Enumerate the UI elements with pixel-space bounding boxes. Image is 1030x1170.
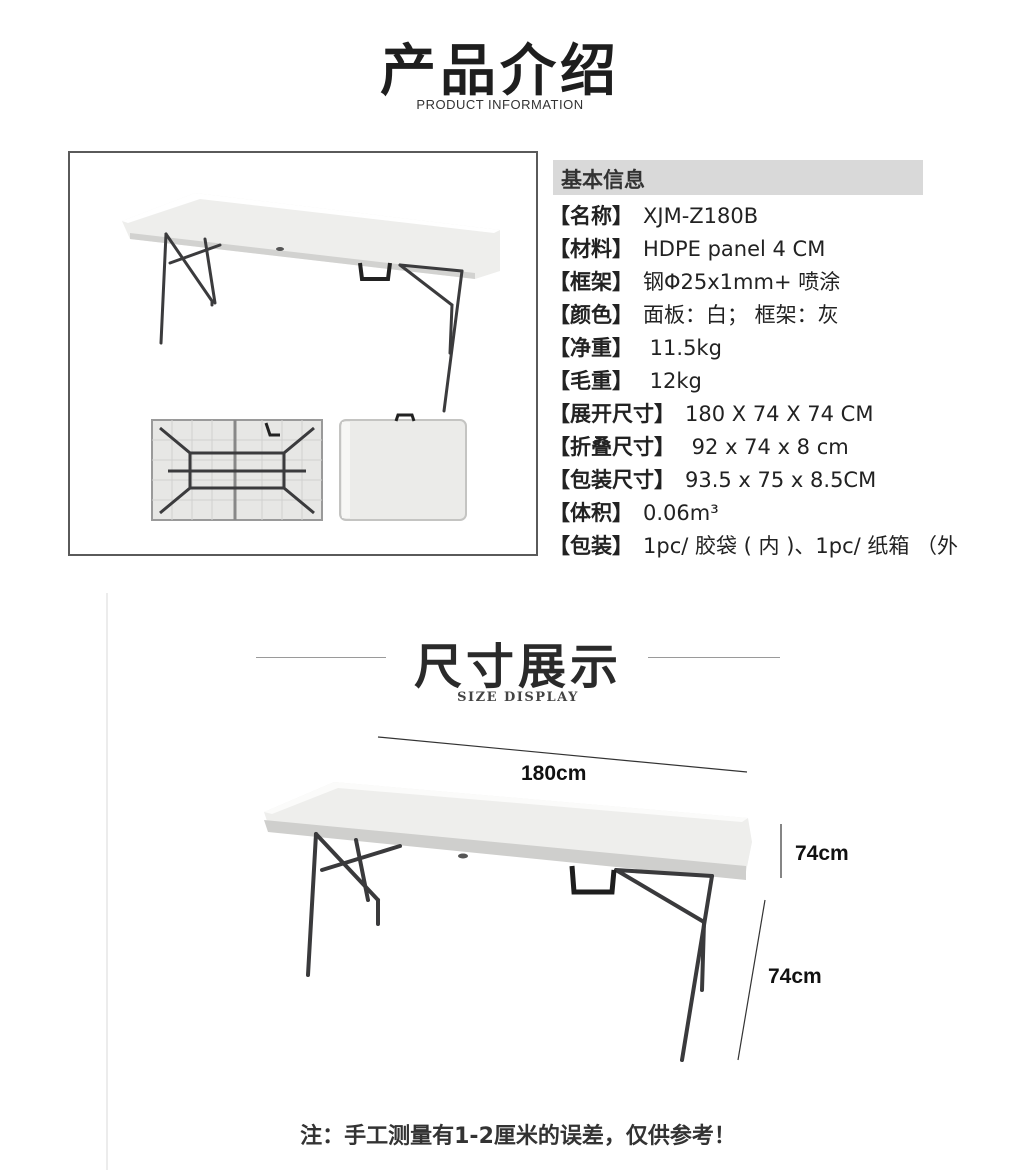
spec-row-packing: 【包装】 1pc/ 胶袋 ( 内 )、1pc/ 纸箱 （外 (549, 530, 1019, 560)
spec-key: 【包装尺寸】 (549, 468, 675, 492)
height-label: 74cm (768, 965, 822, 988)
spec-row-material: 【材料】 HDPE panel 4 CM (549, 233, 1019, 263)
table-photos (122, 193, 500, 521)
length-label: 180cm (521, 762, 587, 785)
measurement-note: 注：手工测量有1-2厘米的误差，仅供参考！ (300, 1124, 736, 1149)
open-table-image (122, 193, 500, 413)
spec-row-frame: 【框架】钢Φ25x1mm+ 喷涂 (549, 266, 1019, 296)
size-title: 尺寸展示 (413, 639, 622, 695)
spec-key: 【体积】 (549, 501, 633, 525)
spec-row-package-size: 【包装尺寸】 93.5 x 75 x 8.5CM (549, 464, 1019, 494)
spec-key: 【净重】 (549, 336, 633, 360)
spec-key: 【展开尺寸】 (549, 402, 675, 426)
size-subtitle: SIZE DISPLAY (457, 690, 579, 705)
spec-value: 1pc/ 胶袋 ( 内 )、1pc/ 纸箱 （外 (643, 534, 959, 558)
spec-row-name: 【名称】 XJM-Z180B (549, 200, 1019, 230)
spec-row-net-weight: 【净重】 11.5kg (549, 332, 1019, 362)
spec-value: 180 X 74 X 74 CM (685, 402, 874, 426)
title-rule-right (648, 657, 780, 658)
spec-key: 【包装】 (549, 534, 633, 558)
spec-row-gross-weight: 【毛重】 12kg (549, 365, 1019, 395)
title-rule-left (256, 657, 386, 658)
spec-key: 【框架】 (549, 270, 633, 294)
spec-row-open-size: 【展开尺寸】 180 X 74 X 74 CM (549, 398, 1019, 428)
intro-subtitle: PRODUCT INFORMATION (416, 97, 584, 112)
spec-value: 12kg (643, 369, 702, 393)
info-header-label: 基本信息 (561, 168, 645, 192)
spec-key: 【毛重】 (549, 369, 633, 393)
spec-key: 【折叠尺寸】 (549, 435, 675, 459)
spec-value: 11.5kg (643, 336, 722, 360)
spec-value: 0.06m³ (643, 501, 719, 525)
height-dimension-line (737, 899, 766, 1061)
spec-value: 92 x 74 x 8 cm (685, 435, 849, 459)
spec-key: 【颜色】 (549, 303, 633, 327)
left-border-rule (106, 593, 108, 1170)
intro-title: 产品介绍 (380, 38, 620, 104)
info-header: 基本信息 (553, 160, 923, 195)
spec-row-volume: 【体积】 0.06m³ (549, 497, 1019, 527)
spec-row-color: 【颜色】面板：白； 框架：灰 (549, 299, 1019, 329)
spec-value: HDPE panel 4 CM (643, 237, 826, 261)
spec-value: XJM-Z180B (643, 204, 759, 228)
length-dimension-line (377, 736, 748, 773)
depth-label: 74cm (795, 842, 849, 865)
spec-value: 钢Φ25x1mm+ 喷涂 (643, 270, 841, 294)
spec-key: 【名称】 (549, 204, 633, 228)
spec-value: 面板：白； 框架：灰 (643, 303, 839, 327)
product-photo-box (68, 151, 538, 556)
spec-row-folded-size: 【折叠尺寸】 92 x 74 x 8 cm (549, 431, 1019, 461)
folded-table-top-image (339, 413, 467, 521)
large-table-image (264, 782, 752, 1062)
folded-table-underside-image (151, 419, 323, 521)
spec-key: 【材料】 (549, 237, 633, 261)
spec-value: 93.5 x 75 x 8.5CM (685, 468, 877, 492)
